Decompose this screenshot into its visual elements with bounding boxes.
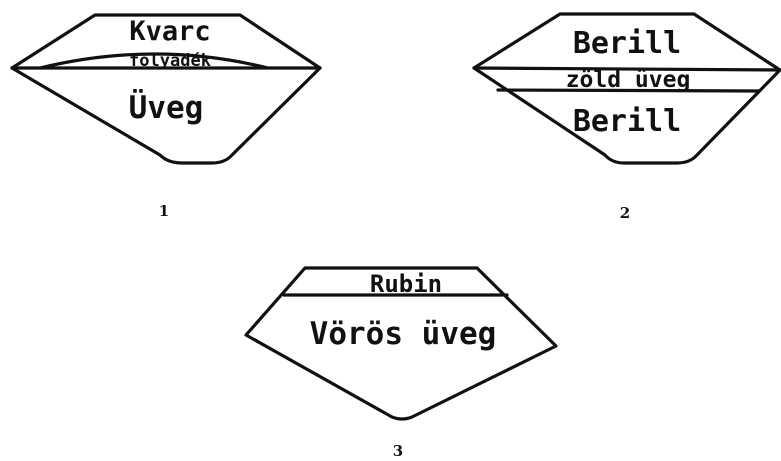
gem-figure-2: Berill zöld üveg Berill: [472, 12, 781, 165]
gem-1-liquid-layer: [38, 52, 270, 70]
gem-2-band-bottom-line: [496, 88, 761, 93]
gem-figure-1: Kvarc folyadék Üveg: [10, 13, 322, 165]
figure-2-number: 2: [620, 204, 630, 222]
gem-3-outline: [244, 266, 558, 421]
gem-1-top-label: Kvarc: [129, 16, 210, 47]
figure-3-number: 3: [393, 442, 403, 460]
gem-2-top-label: Berill: [573, 26, 681, 61]
gem-1-bottom-label: Üveg: [129, 89, 204, 126]
gem-1-band-label: folyadék: [129, 51, 211, 71]
gem-1-outline: [10, 13, 322, 165]
figure-1-number: 1: [159, 202, 169, 220]
gem-2-outline: [472, 12, 781, 165]
gem-figure-3: Rubin Vörös üveg: [244, 266, 558, 421]
gem-2-bottom-label: Berill: [573, 104, 681, 139]
gem-2-band-label: zöld üveg: [566, 67, 691, 93]
gem-3-bottom-label: Vörös üveg: [310, 316, 497, 352]
gem-3-top-label: Rubin: [370, 270, 442, 298]
gem-2-band-top-line: [472, 66, 781, 72]
